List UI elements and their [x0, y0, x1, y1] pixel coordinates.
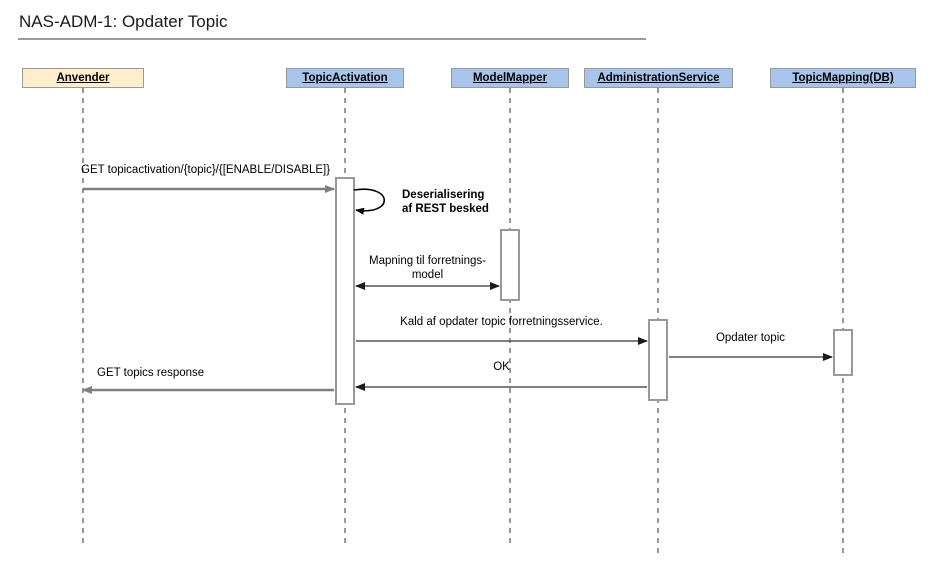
messages-layer [82, 185, 833, 394]
title-divider [18, 38, 646, 40]
lifeline-header-modelmapper[interactable]: ModelMapper [451, 68, 569, 88]
msg-get-topicactivation-label: GET topicactivation/{topic}/{[ENABLE/DIS… [81, 164, 331, 176]
lifeline-header-label: AdministrationService [597, 72, 720, 84]
msg-opdater-topic-label: Opdater topic [715, 332, 786, 344]
msg-ok-label: OK [493, 361, 510, 373]
msg-kald-forretningsservice-label: Kald af opdater topic forretningsservice… [400, 316, 603, 328]
msg-deserialisering-label: Deserialisering af REST besked [402, 189, 489, 215]
msg-mapning-label: Mapning til forretnings- model [369, 255, 486, 281]
act-topicmappingdb[interactable] [833, 329, 853, 376]
lifeline-header-label: TopicMapping(DB) [792, 72, 894, 84]
lifeline-header-label: ModelMapper [472, 72, 548, 84]
lifeline-header-label: TopicActivation [302, 72, 388, 84]
act-modelmapper[interactable] [500, 229, 520, 301]
msg-get-topics-response-label: GET topics response [97, 367, 205, 379]
msg-deserialisering[interactable] [353, 188, 385, 215]
lifeline-header-topicmappingdb[interactable]: TopicMapping(DB) [770, 68, 916, 88]
act-administrationservice[interactable] [648, 319, 668, 401]
activations-layer [335, 177, 853, 405]
page-title: NAS-ADM-1: Opdater Topic [19, 12, 228, 31]
lifeline-header-administrationservice[interactable]: AdministrationService [584, 68, 733, 88]
act-topicactivation[interactable] [335, 177, 355, 405]
lifeline-header-topicactivation[interactable]: TopicActivation [286, 68, 404, 88]
lifeline-header-anvender[interactable]: Anvender [22, 68, 144, 88]
lifeline-header-label: Anvender [56, 72, 110, 84]
